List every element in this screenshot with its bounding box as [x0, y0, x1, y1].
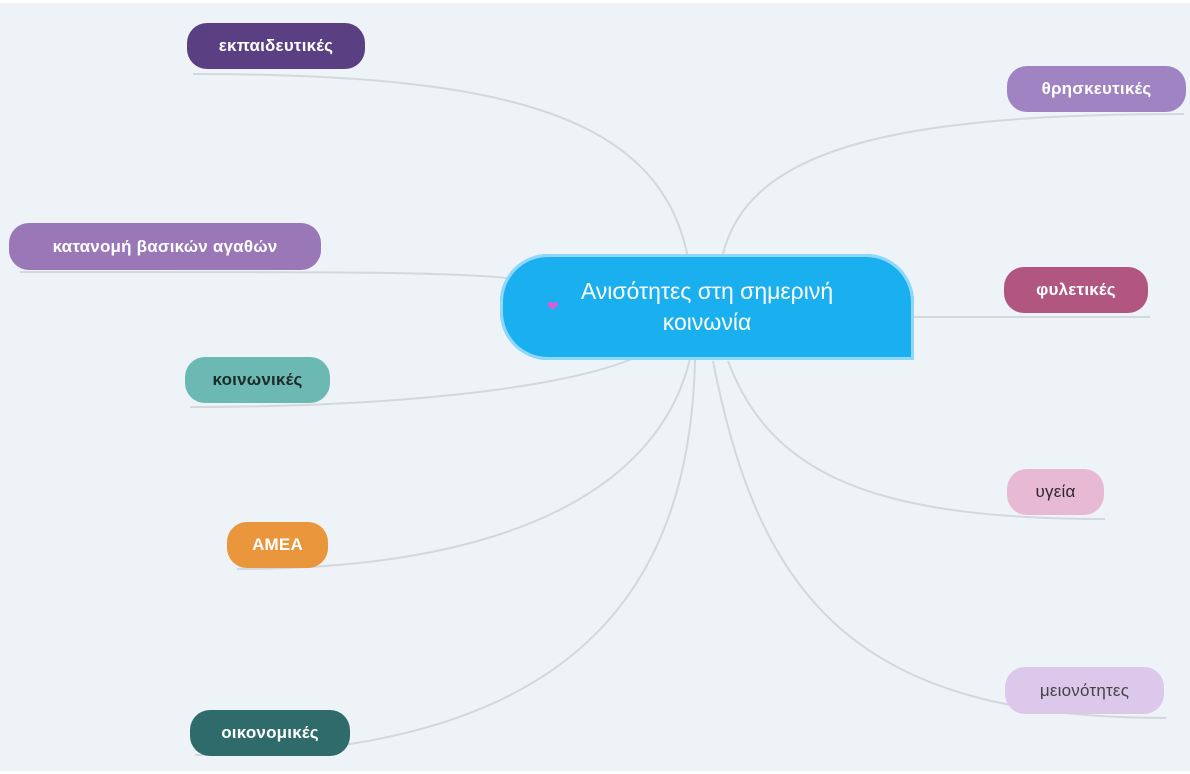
node-educational[interactable]: εκπαιδευτικές [187, 23, 365, 69]
branch-connectors [19, 73, 1185, 756]
heart-icon: ❤ [547, 298, 559, 314]
connector-religious [721, 113, 1185, 259]
central-topic[interactable]: ❤ Ανισότητες στη σημερινή κοινωνία [500, 254, 914, 360]
connector-disabled [236, 358, 691, 570]
node-disabled-label: ΑΜΕΑ [252, 535, 303, 554]
node-social[interactable]: κοινωνικές [185, 357, 330, 403]
node-social-label: κοινωνικές [212, 370, 303, 389]
connector-goods [19, 270, 516, 280]
node-disabled[interactable]: ΑΜΕΑ [227, 522, 328, 568]
central-topic-line1: Ανισότητες στη σημερινή [580, 278, 834, 304]
node-educational-label: εκπαιδευτικές [218, 36, 334, 55]
central-topic-line2: κοινωνία [662, 309, 752, 335]
connector-minorities [712, 360, 1167, 719]
connector-educational [192, 73, 689, 259]
node-basic-goods[interactable]: κατανομή βασικών αγαθών [9, 223, 321, 270]
node-religious-label: θρησκευτικές [1041, 79, 1152, 98]
node-religious[interactable]: θρησκευτικές [1007, 66, 1186, 112]
node-health[interactable]: υγεία [1007, 469, 1104, 515]
node-minorities-label: μειονότητες [1039, 680, 1130, 700]
connector-health [727, 360, 1106, 520]
node-racial[interactable]: φυλετικές [1004, 267, 1148, 313]
node-economic-label: οικονομικές [221, 723, 319, 742]
node-racial-label: φυλετικές [1036, 280, 1116, 299]
node-minorities[interactable]: μειονότητες [1005, 667, 1164, 714]
node-basic-goods-label: κατανομή βασικών αγαθών [52, 236, 278, 256]
node-economic[interactable]: οικονομικές [190, 710, 350, 756]
connector-social [189, 358, 633, 408]
node-health-label: υγεία [1035, 482, 1076, 501]
